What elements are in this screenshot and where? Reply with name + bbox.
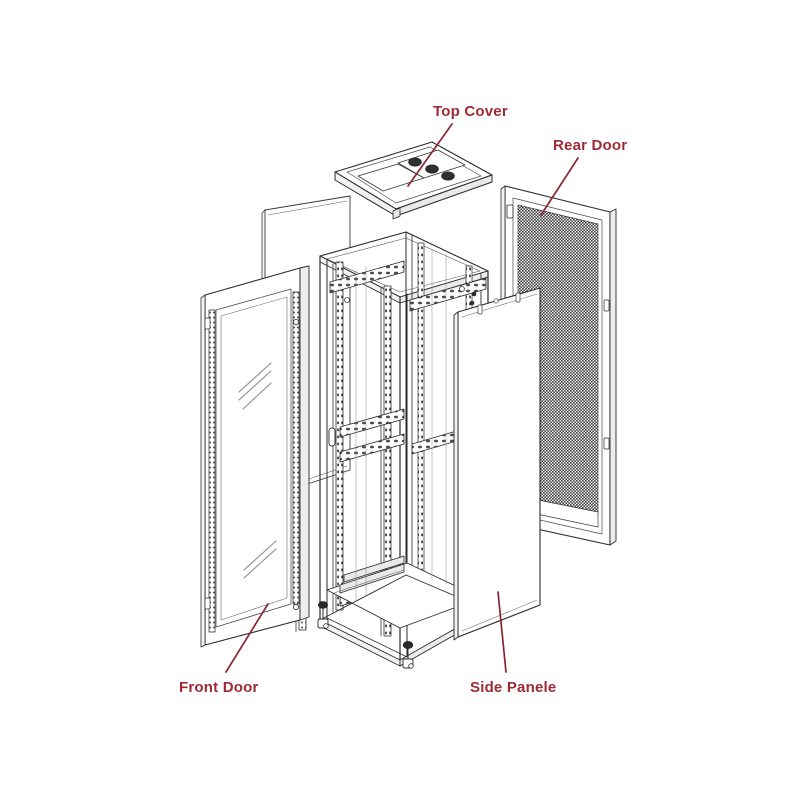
callout-label-rear-door: Rear Door [553,137,628,154]
rear-door-latch-lower [603,437,610,450]
rear-door-latch [603,299,610,312]
latch-handle [328,427,336,447]
leader-front-door [225,603,269,673]
front-door-left-strip [208,309,216,633]
front-door-right-strip [292,291,300,605]
caster-front-right [402,641,414,669]
callout-label-front-door: Front Door [179,679,259,696]
leader-side-panele [497,591,507,673]
leader-top-cover [407,123,453,187]
mounting-rail-rear-left [417,242,425,574]
callout-label-top-cover: Top Cover [433,103,508,120]
rear-door-hinge-top [506,204,514,219]
front-door-part [200,265,310,648]
front-door-lock-icon [292,318,299,325]
callout-label-side-panele: Side Panele [470,679,557,696]
leader-rear-door [540,157,579,216]
caster-front-left [317,601,329,629]
cross-member-rear-top [409,277,487,312]
top-fastener-detail [344,286,477,306]
front-door-lower-lock-icon [292,604,299,611]
front-door-hinge-top [204,317,211,330]
cross-member-top [329,260,405,294]
front-door-hinge-bottom [204,597,211,610]
top-cover-part [334,141,493,220]
side-panel-right [453,287,541,641]
